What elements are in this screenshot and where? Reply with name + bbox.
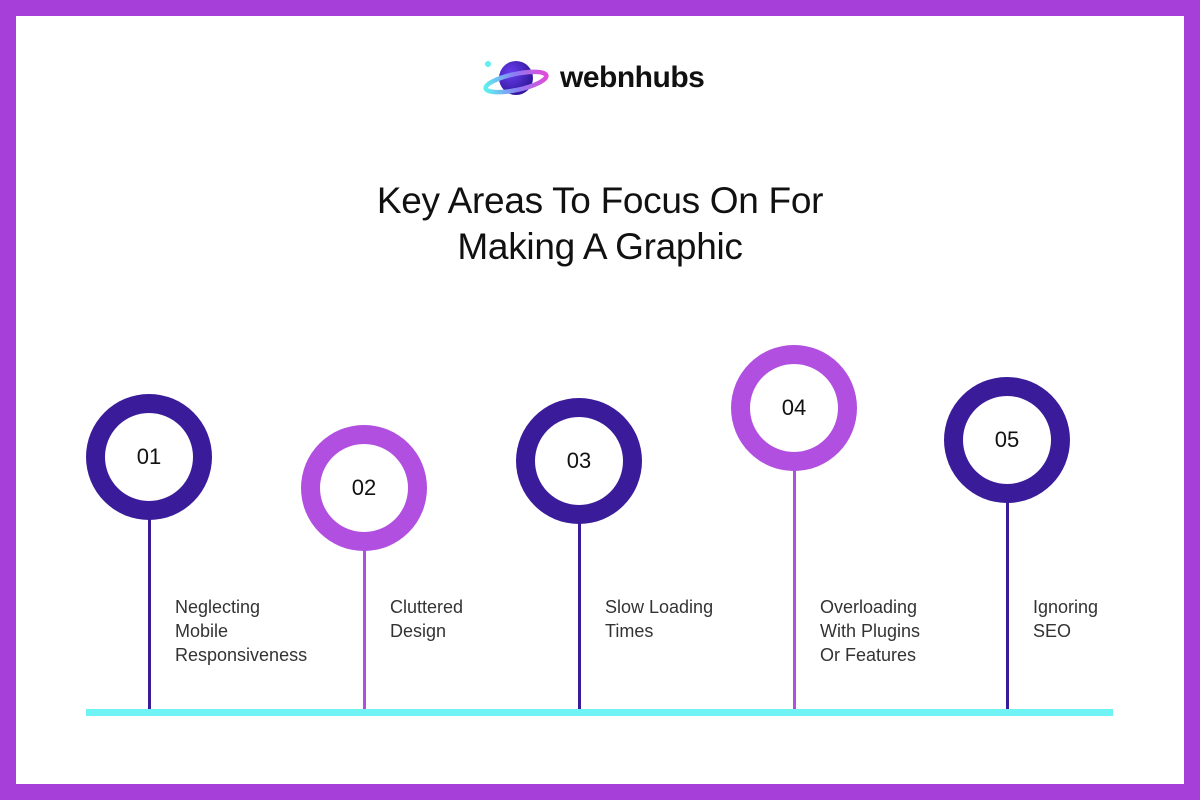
title-line-2: Making A Graphic	[457, 226, 743, 267]
brand-logo: webnhubs	[480, 50, 705, 106]
step-number: 04	[748, 362, 840, 454]
step-label-line: Or Features	[820, 645, 917, 665]
step-node-01: 01	[86, 394, 212, 520]
step-label-line: Slow Loading	[605, 597, 714, 617]
step-label-line: With Plugins	[820, 621, 921, 641]
page-title: Key Areas To Focus On For Making A Graph…	[0, 178, 1200, 270]
step-connector-line	[792, 408, 796, 709]
step-number: 01	[103, 411, 195, 503]
step-label-line: Responsiveness	[175, 645, 308, 665]
step-node-04: 04	[731, 345, 857, 471]
step-connector-line	[1005, 440, 1009, 709]
title-line-1: Key Areas To Focus On For	[376, 180, 824, 221]
step-node-03: 03	[516, 398, 642, 524]
step-label-line: SEO	[1033, 621, 1072, 641]
step-label-line: Times	[605, 621, 654, 641]
step-number: 02	[318, 442, 410, 534]
step-connector-line	[577, 461, 581, 709]
step-label-line: Design	[390, 621, 447, 641]
step-label-line: Overloading	[820, 597, 918, 617]
step-node-02: 02	[301, 425, 427, 551]
timeline-baseline	[86, 709, 1113, 716]
planet-logo-icon	[483, 61, 549, 95]
step-label-line: Ignoring	[1033, 597, 1099, 617]
step-connector-line	[147, 457, 151, 709]
step-label-line: Cluttered	[390, 597, 464, 617]
step-number: 03	[533, 415, 625, 507]
step-label-line: Mobile	[175, 621, 229, 641]
step-connector-line	[362, 488, 366, 709]
step-node-05: 05	[944, 377, 1070, 503]
step-label-line: Neglecting	[175, 597, 261, 617]
step-number: 05	[961, 394, 1053, 486]
brand-name: webnhubs	[560, 61, 705, 94]
